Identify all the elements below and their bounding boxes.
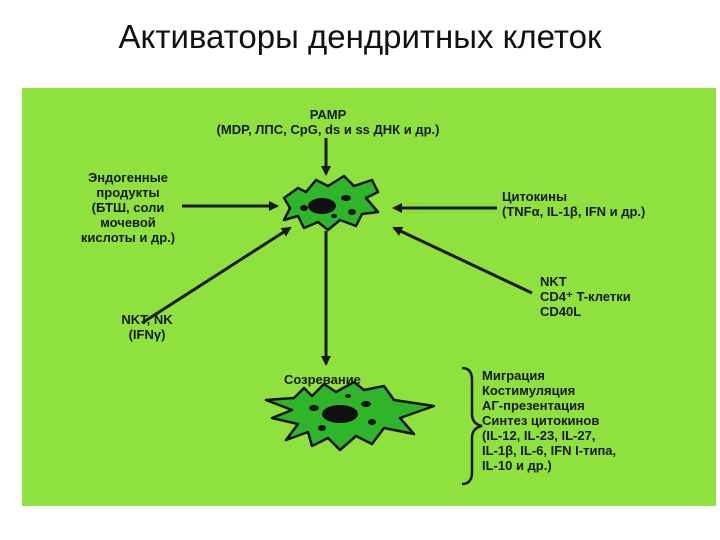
pamp-examples: (MDP, ЛПС, CpG, ds и ss ДНК и др.) — [216, 122, 440, 137]
arrow-nkt-cd4 — [392, 226, 533, 295]
endogenous-line-4: мочевой — [100, 215, 156, 230]
diagram-panel: PAMP (MDP, ЛПС, CpG, ds и ss ДНК и др.) … — [22, 88, 716, 506]
outcome-migration: Миграция — [482, 368, 545, 383]
nkt-cd4-line-2: CD4⁺ T-клетки — [540, 289, 631, 304]
endogenous-line-1: Эндогенные — [88, 170, 168, 185]
outcomes-brace — [461, 366, 483, 486]
nkt-nk-line-1: NKT, NK — [121, 312, 173, 327]
endogenous-line-2: продукты — [96, 185, 160, 200]
pamp-title: PAMP — [309, 107, 347, 122]
cytokines-title: Цитокины — [502, 189, 568, 204]
nkt-nk-line-2: (IFNγ) — [128, 327, 166, 342]
nkt-cd4-label: NKT CD4⁺ T-клетки CD40L — [540, 274, 700, 319]
outcome-costimulation: Костимуляция — [482, 383, 576, 398]
maturation-text: Созревание — [284, 372, 361, 387]
outcomes-list: Миграция Костимуляция АГ-презентация Син… — [482, 368, 682, 473]
mature-dendritic-cell — [264, 380, 436, 452]
nkt-cd4-line-3: CD40L — [540, 304, 582, 319]
arrow-nkt-nk — [141, 226, 292, 325]
outcome-cytokines-line-1: (IL-12, IL-23, IL-27, — [482, 428, 596, 443]
outcome-cytokines-line-3: IL-10 и др.) — [482, 458, 552, 473]
endogenous-line-3: (БТШ, соли — [91, 200, 165, 215]
cytokines-examples: (TNFα, IL-1β, IFN и др.) — [502, 204, 646, 219]
outcome-cytokines-line-2: IL-1β, IL-6, IFN I-типа, — [482, 443, 617, 458]
endogenous-label: Эндогенные продукты (БТШ, соли мочевой к… — [72, 170, 184, 245]
diagram-graphics — [141, 138, 533, 486]
pamp-label: PAMP (MDP, ЛПС, CpG, ds и ss ДНК и др.) — [198, 107, 458, 137]
outcome-antigen-presentation: АГ-презентация — [482, 398, 585, 413]
cytokines-label: Цитокины (TNFα, IL-1β, IFN и др.) — [502, 189, 702, 219]
immature-dendritic-cell — [282, 174, 380, 232]
nkt-nk-label: NKT, NK (IFNγ) — [102, 312, 192, 342]
maturation-label: Созревание — [284, 372, 404, 387]
page-title: Активаторы дендритных клеток — [118, 18, 602, 55]
outcome-cytokine-synthesis: Синтез цитокинов — [482, 413, 600, 428]
nkt-cd4-line-1: NKT — [540, 274, 567, 289]
endogenous-line-5: кислоты и др.) — [80, 230, 176, 245]
